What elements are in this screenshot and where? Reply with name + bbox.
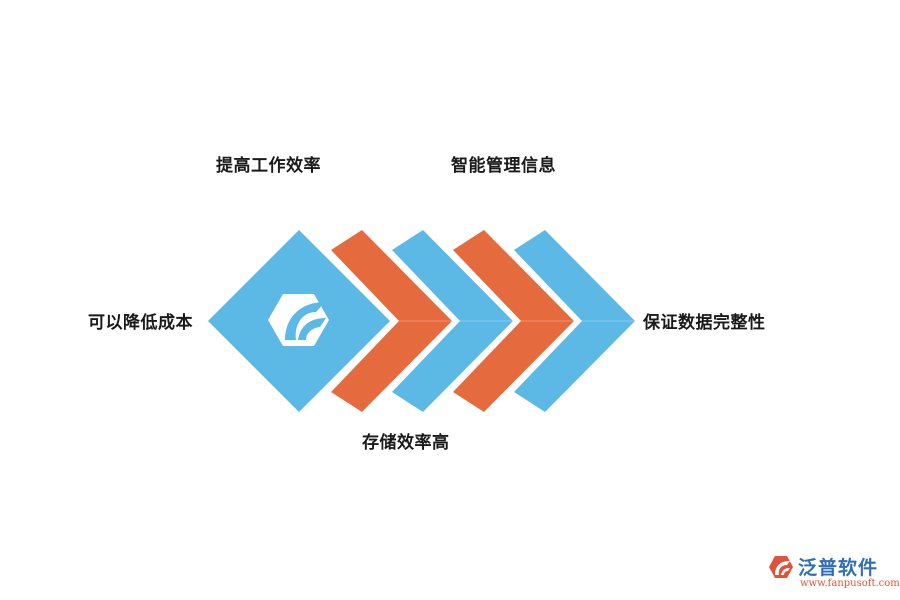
- chevron-1: [331, 230, 452, 412]
- label-smart-management: 智能管理信息: [451, 156, 556, 176]
- label-improve-efficiency: 提高工作效率: [216, 156, 321, 176]
- brand-watermark: 泛普软件 www.fanpusoft.com: [768, 552, 900, 596]
- brand-logo-icon: [769, 556, 793, 578]
- hexagon-logo-icon: [268, 294, 329, 346]
- label-reduce-cost: 可以降低成本: [88, 313, 193, 333]
- label-data-integrity: 保证数据完整性: [643, 313, 766, 333]
- chevron-4: [514, 230, 635, 412]
- chevron-2: [392, 230, 513, 412]
- label-storage-efficiency: 存储效率高: [362, 433, 450, 453]
- brand-name: 泛普软件: [798, 557, 879, 579]
- chevron-3: [453, 230, 574, 412]
- brand-url: www.fanpusoft.com: [800, 578, 900, 589]
